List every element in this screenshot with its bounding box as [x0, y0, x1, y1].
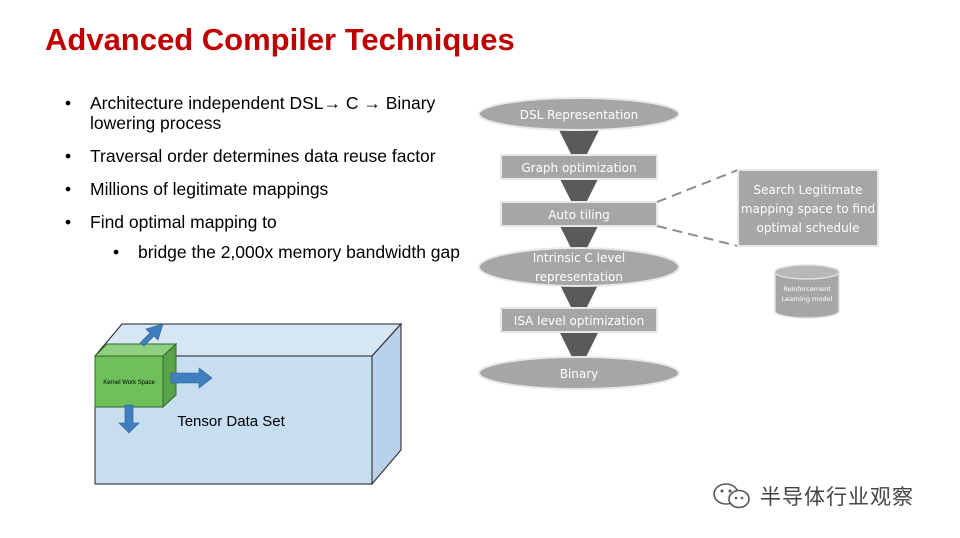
- bullet-text: Architecture independent DSL→ C → Binary…: [90, 93, 436, 133]
- bullet-marker: •: [65, 179, 72, 199]
- node-isa-optimization: [500, 307, 658, 333]
- wechat-icon: [713, 483, 750, 509]
- slide-title: Advanced Compiler Techniques: [45, 22, 515, 57]
- node-dsl-representation: [478, 97, 680, 131]
- callout-search-box: [737, 169, 879, 247]
- bullet-text: Find optimal mapping to: [90, 212, 277, 232]
- database-cylinder: Reinforcement Learning model: [774, 264, 840, 319]
- kernel-box-front: [94, 355, 164, 408]
- watermark: 半导体行业观察: [712, 481, 914, 511]
- node-intrinsic-label-line1: Intrinsic C level: [533, 251, 625, 265]
- bullet-item: • Find optimal mapping to: [60, 212, 470, 232]
- kernel-work-space-label: Kernel Work Space: [103, 380, 155, 386]
- node-graph-optimization: [500, 154, 658, 180]
- bullet-text: bridge the 2,000x memory bandwidth gap: [138, 242, 461, 262]
- node-binary: [478, 356, 680, 390]
- bullet-text: Millions of legitimate mappings: [90, 179, 329, 199]
- node-dsl-label: DSL Representation: [520, 108, 639, 122]
- callout-connector: [656, 225, 739, 247]
- tensor-illustration: Kernel Work Space Tensor Data Set: [93, 322, 403, 486]
- kernel-box-top: [93, 343, 178, 357]
- callout-label-line3: optimal schedule: [757, 221, 860, 235]
- node-intrinsic-label-line2: representation: [535, 270, 623, 284]
- node-tiling-label: Auto tiling: [548, 208, 610, 222]
- z-axis-arrow: [139, 323, 164, 347]
- database-top: [774, 264, 840, 280]
- bullet-item: • Architecture independent DSL→ C → Bina…: [60, 93, 470, 133]
- sub-bullet-item: • bridge the 2,000x memory bandwidth gap: [108, 242, 470, 262]
- callout-label-line2: mapping space to find: [741, 202, 875, 216]
- bullet-marker: •: [65, 146, 72, 166]
- database-label-line1: Reinforcement: [783, 285, 831, 293]
- callout-connector: [656, 169, 739, 203]
- node-isa-label: ISA level optimization: [514, 314, 644, 328]
- node-intrinsic-c: [478, 247, 680, 287]
- bullet-item: • Traversal order determines data reuse …: [60, 146, 470, 166]
- node-auto-tiling: [500, 201, 658, 227]
- bullet-marker: •: [113, 242, 120, 262]
- node-binary-label: Binary: [560, 367, 599, 381]
- tensor-data-set-label: Tensor Data Set: [177, 413, 285, 430]
- callout-label-line1: Search Legitimate: [753, 183, 862, 197]
- database-label-line2: Learning model: [782, 295, 833, 303]
- bullet-marker: •: [65, 93, 72, 113]
- bullet-marker: •: [65, 212, 72, 232]
- bullet-item: • Millions of legitimate mappings: [60, 179, 470, 199]
- node-graph-label: Graph optimization: [521, 161, 636, 175]
- compiler-flowchart: DSL Representation Graph optimization Au…: [478, 97, 879, 390]
- bullet-list: • Architecture independent DSL→ C → Bina…: [60, 93, 470, 275]
- x-axis-arrow: [170, 367, 213, 389]
- y-axis-arrow: [118, 404, 140, 434]
- watermark-text: 半导体行业观察: [760, 485, 914, 509]
- bullet-text: Traversal order determines data reuse fa…: [90, 146, 436, 166]
- database-body: [774, 272, 840, 319]
